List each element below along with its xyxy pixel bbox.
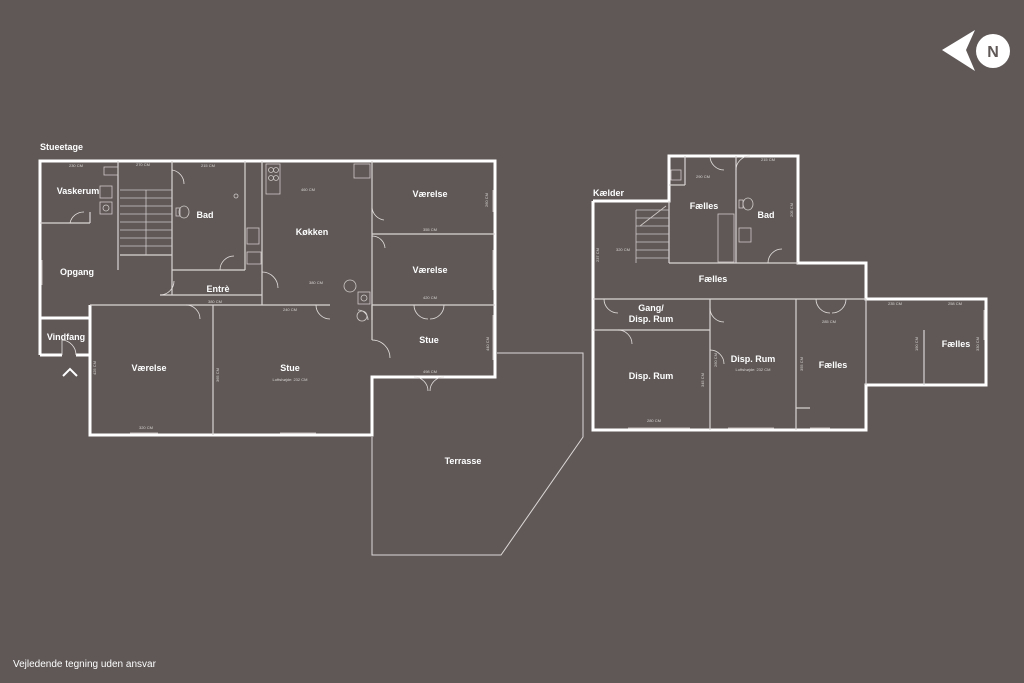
room-bad-ground: Bad <box>196 210 213 220</box>
svg-text:285 CM: 285 CM <box>822 319 836 324</box>
svg-text:235 CM: 235 CM <box>888 301 902 306</box>
room-vaerelse-top: Værelse <box>412 189 447 199</box>
svg-text:237 CM: 237 CM <box>595 248 600 262</box>
ground-dimensions: 230 CM 270 CM 215 CM 460 CM 380 CM 355 C… <box>69 162 490 430</box>
north-arrow-icon: N <box>942 30 1010 71</box>
room-stue-main: Stue <box>280 363 300 373</box>
basement-doors <box>603 155 847 365</box>
svg-text:258 CM: 258 CM <box>948 301 962 306</box>
basement-dimensions: 290 CM 215 CM 320 CM 280 CM 285 CM 235 C… <box>595 157 980 423</box>
ground-fixtures <box>99 163 371 322</box>
svg-text:355 CM: 355 CM <box>423 227 437 232</box>
basement-stairs <box>635 205 669 263</box>
room-vaerelse-mid: Værelse <box>412 265 447 275</box>
ground-floor-title: Stueetage <box>40 142 83 152</box>
svg-text:205 CM: 205 CM <box>789 203 794 217</box>
room-vaerelse-bottom: Værelse <box>131 363 166 373</box>
svg-text:330 CM: 330 CM <box>975 337 980 351</box>
stue-ceiling-height: Loftshøjde: 232 CM <box>273 377 308 382</box>
room-vaskerum: Vaskerum <box>57 186 100 196</box>
svg-text:365 CM: 365 CM <box>215 368 220 382</box>
room-faelles-lower: Fælles <box>819 360 848 370</box>
svg-text:320 CM: 320 CM <box>616 247 630 252</box>
room-gang-line1: Gang/ <box>638 303 664 313</box>
svg-text:260 CM: 260 CM <box>484 193 489 207</box>
room-disp-rum-right: Disp. Rum <box>731 354 776 364</box>
svg-text:460 CM: 460 CM <box>301 187 315 192</box>
basement-outer-walls <box>591 154 988 432</box>
entrance-arrow-icon <box>62 367 78 377</box>
ground-interior-walls <box>40 161 495 435</box>
disp-ceiling-height: Loftshøjde: 232 CM <box>736 367 771 372</box>
basement-title: Kælder <box>593 188 625 198</box>
terrace-outline <box>371 352 584 556</box>
svg-text:215 CM: 215 CM <box>761 157 775 162</box>
ground-outer-walls <box>38 159 497 437</box>
svg-text:190 CM: 190 CM <box>914 337 919 351</box>
svg-text:230 CM: 230 CM <box>69 163 83 168</box>
basement-windows <box>628 310 985 429</box>
svg-text:380 CM: 380 CM <box>309 280 323 285</box>
ground-stairs <box>120 189 172 255</box>
svg-text:215 CM: 215 CM <box>201 163 215 168</box>
basement-fixtures <box>670 169 754 263</box>
room-vindfang: Vindfang <box>47 332 85 342</box>
svg-text:440 CM: 440 CM <box>485 337 490 351</box>
svg-text:290 CM: 290 CM <box>696 174 710 179</box>
room-terrasse: Terrasse <box>445 456 482 466</box>
room-bad-basement: Bad <box>757 210 774 220</box>
room-gang-line2: Disp. Rum <box>629 314 674 324</box>
svg-text:320 CM: 320 CM <box>139 425 153 430</box>
svg-text:355 CM: 355 CM <box>799 357 804 371</box>
room-koekken: Køkken <box>296 227 329 237</box>
room-disp-rum-left: Disp. Rum <box>629 371 674 381</box>
compass-label: N <box>987 44 999 61</box>
room-faelles-mid: Fælles <box>699 274 728 284</box>
svg-text:420 CM: 420 CM <box>423 295 437 300</box>
svg-text:425 CM: 425 CM <box>92 361 97 375</box>
room-entre: Entrè <box>206 284 229 294</box>
room-faelles-right: Fælles <box>942 339 971 349</box>
svg-text:345 CM: 345 CM <box>700 373 705 387</box>
disclaimer-text: Vejledende tegning uden ansvar <box>13 659 157 670</box>
svg-text:260 CM: 260 CM <box>713 353 718 367</box>
room-stue-small: Stue <box>419 335 439 345</box>
room-opgang: Opgang <box>60 267 94 277</box>
ground-doors <box>61 169 445 392</box>
basement-interior-walls <box>593 156 925 430</box>
room-faelles-top: Fælles <box>690 201 719 211</box>
ground-windows <box>41 190 494 434</box>
svg-text:240 CM: 240 CM <box>283 307 297 312</box>
svg-text:380 CM: 380 CM <box>208 299 222 304</box>
svg-text:270 CM: 270 CM <box>136 162 150 167</box>
svg-text:280 CM: 280 CM <box>647 418 661 423</box>
svg-text:498 CM: 498 CM <box>423 369 437 374</box>
